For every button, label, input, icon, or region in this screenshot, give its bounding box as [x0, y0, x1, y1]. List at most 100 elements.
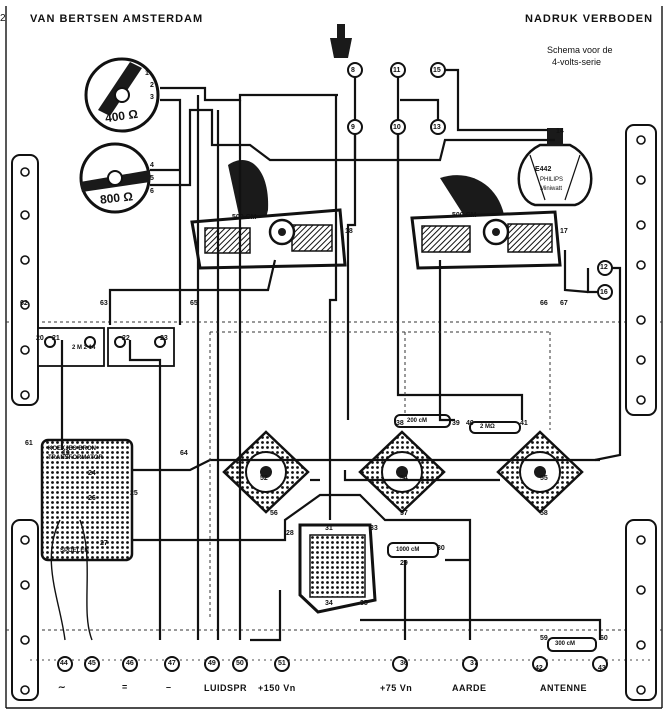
- potentiometer-2: [79, 142, 151, 214]
- node-number: 43: [598, 665, 606, 672]
- terminal-75v: +75 Vn: [380, 683, 413, 693]
- node-number: 39: [452, 420, 460, 427]
- node-number: 62: [20, 300, 28, 307]
- node-number: 51: [278, 660, 286, 667]
- node-number: 35: [360, 600, 368, 607]
- title-line-2: 4-volts-serie: [552, 57, 602, 67]
- node-number: 58: [540, 510, 548, 517]
- node-number: 52: [260, 475, 268, 482]
- terminal-150v: +150 Vn: [258, 683, 296, 693]
- page-mark: 2: [0, 13, 6, 24]
- node-number: 42: [535, 665, 543, 672]
- node-number: 55: [540, 475, 548, 482]
- node-number: 63: [100, 300, 108, 307]
- node-number: 57: [400, 510, 408, 517]
- wiring: [30, 68, 650, 661]
- node-number: 10: [393, 124, 401, 131]
- guide-lines: [209, 331, 551, 620]
- node-number: 66: [540, 300, 548, 307]
- res-1000-label: 1000 cM: [396, 547, 420, 553]
- switch-mid-label: 2 M 2 14: [72, 345, 96, 351]
- node-number: 60: [600, 635, 608, 642]
- terminal-luidspr: LUIDSPR: [204, 683, 248, 693]
- tube-label-2: PHILIPS: [540, 177, 564, 183]
- node-number: 15: [433, 67, 441, 74]
- node-number: 13: [433, 124, 441, 131]
- terminal-ac: ∼: [58, 682, 67, 692]
- terminal-minus: –: [166, 682, 172, 692]
- upper-terminals: [347, 62, 613, 300]
- tube-socket-3: [496, 430, 584, 514]
- node-number: 19: [62, 450, 70, 457]
- node-number: 23: [160, 335, 168, 342]
- res-300-label: 300 cM: [555, 641, 576, 647]
- tube-socket-2: [358, 430, 446, 514]
- node-number: 65: [190, 300, 198, 307]
- node-number: 22: [122, 335, 130, 342]
- node-number: 25: [130, 490, 138, 497]
- node-number: 6: [150, 188, 154, 195]
- node-number: 4: [150, 162, 154, 169]
- node-number: 8: [351, 67, 355, 74]
- switch-block: [37, 327, 175, 367]
- terminal-dc-plus: =: [122, 682, 128, 692]
- node-number: 67: [560, 300, 568, 307]
- transformer-line-1: KOEKJES BRON: [48, 446, 97, 452]
- node-number: 46: [126, 660, 134, 667]
- tube-label-3: Miniwatt: [540, 186, 563, 192]
- cap1-value: 500 CM: [232, 214, 257, 221]
- resistor-1000: [387, 542, 439, 558]
- node-number: 33: [370, 525, 378, 532]
- title-line-1: Schema voor de: [547, 45, 613, 55]
- node-number: 21: [52, 335, 60, 342]
- terminal-aarde: AARDE: [452, 683, 487, 693]
- node-number: 45: [88, 660, 96, 667]
- node-number: 12: [600, 264, 608, 271]
- tube-label-1: E442: [535, 166, 552, 173]
- node-number: 30: [437, 545, 445, 552]
- node-number: 20: [36, 335, 44, 342]
- bottom-terminals: [57, 656, 608, 672]
- node-number: 2: [150, 82, 154, 89]
- tube-socket-1: [222, 430, 310, 514]
- variable-capacitor-1: [190, 160, 347, 270]
- node-number: 40: [466, 420, 474, 427]
- node-number: 37: [470, 660, 478, 667]
- left-rail: [11, 154, 39, 701]
- res-200-label: 200 cM: [407, 418, 428, 424]
- node-number: 27: [100, 540, 108, 547]
- variable-capacitor-2: [410, 175, 562, 270]
- node-number: 61: [25, 440, 33, 447]
- node-number: 17: [560, 228, 568, 235]
- node-number: 31: [325, 525, 333, 532]
- node-number: 38: [396, 420, 404, 427]
- node-number: 36: [400, 660, 408, 667]
- res-2m-label: 2 MΩ: [480, 424, 495, 430]
- rail-rivets: [20, 135, 646, 695]
- node-number: 9: [351, 124, 355, 131]
- node-number: 18: [345, 228, 353, 235]
- node-number: 14: [556, 128, 564, 135]
- node-number: 29: [400, 560, 408, 567]
- resistor-300: [547, 637, 597, 652]
- top-plug-icon: [330, 24, 352, 58]
- node-number: 56: [270, 510, 278, 517]
- transformer-line-3: SPOELEN: [60, 548, 89, 554]
- right-rail: [625, 124, 657, 701]
- transformer-line-2: TRANSFORMATOR: [48, 455, 103, 461]
- node-number: 59: [540, 635, 548, 642]
- pot2-value: 800 Ω: [99, 189, 134, 207]
- potentiometer-1: [84, 57, 160, 133]
- coil-block: [298, 523, 377, 614]
- outer-frame: [5, 6, 663, 709]
- terminal-antenne: ANTENNE: [540, 683, 588, 693]
- node-number: 11: [393, 67, 401, 74]
- cap2-value: 500 CM: [452, 212, 477, 219]
- node-number: 5: [150, 175, 154, 182]
- node-number: 3: [150, 94, 154, 101]
- node-number: 49: [208, 660, 216, 667]
- node-number: 28: [286, 530, 294, 537]
- resistor-2m: [469, 421, 521, 434]
- node-number: 16: [600, 289, 608, 296]
